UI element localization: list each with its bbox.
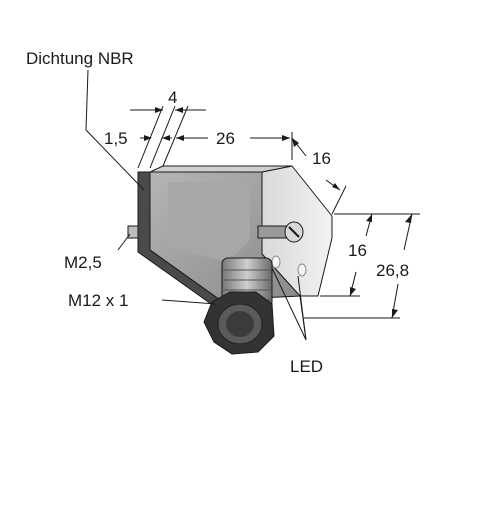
dimension-lines [130, 105, 420, 319]
label-dim-gasket: 1,5 [104, 129, 128, 148]
screw-stub [127, 225, 139, 239]
label-led: LED [290, 357, 323, 376]
label-dim-depth: 16 [312, 149, 331, 168]
housing-front-panel [168, 182, 250, 262]
label-dim-height-inner: 16 [348, 241, 367, 260]
m12-connector [203, 257, 275, 355]
leader-lines [85, 69, 307, 341]
label-thread: M12 x 1 [68, 291, 128, 310]
fixing-screw [257, 221, 304, 243]
label-dim-height-total: 26,8 [376, 261, 409, 280]
text-labels: Dichtung NBR 4 1,5 26 16 M2,5 16 26,8 M1… [26, 49, 409, 376]
label-screw: M2,5 [64, 253, 102, 272]
led-lower [297, 263, 307, 277]
label-seal: Dichtung NBR [26, 49, 134, 68]
label-dim-length: 26 [216, 129, 235, 148]
led-upper [271, 255, 281, 269]
label-dim-offset: 4 [168, 88, 177, 107]
